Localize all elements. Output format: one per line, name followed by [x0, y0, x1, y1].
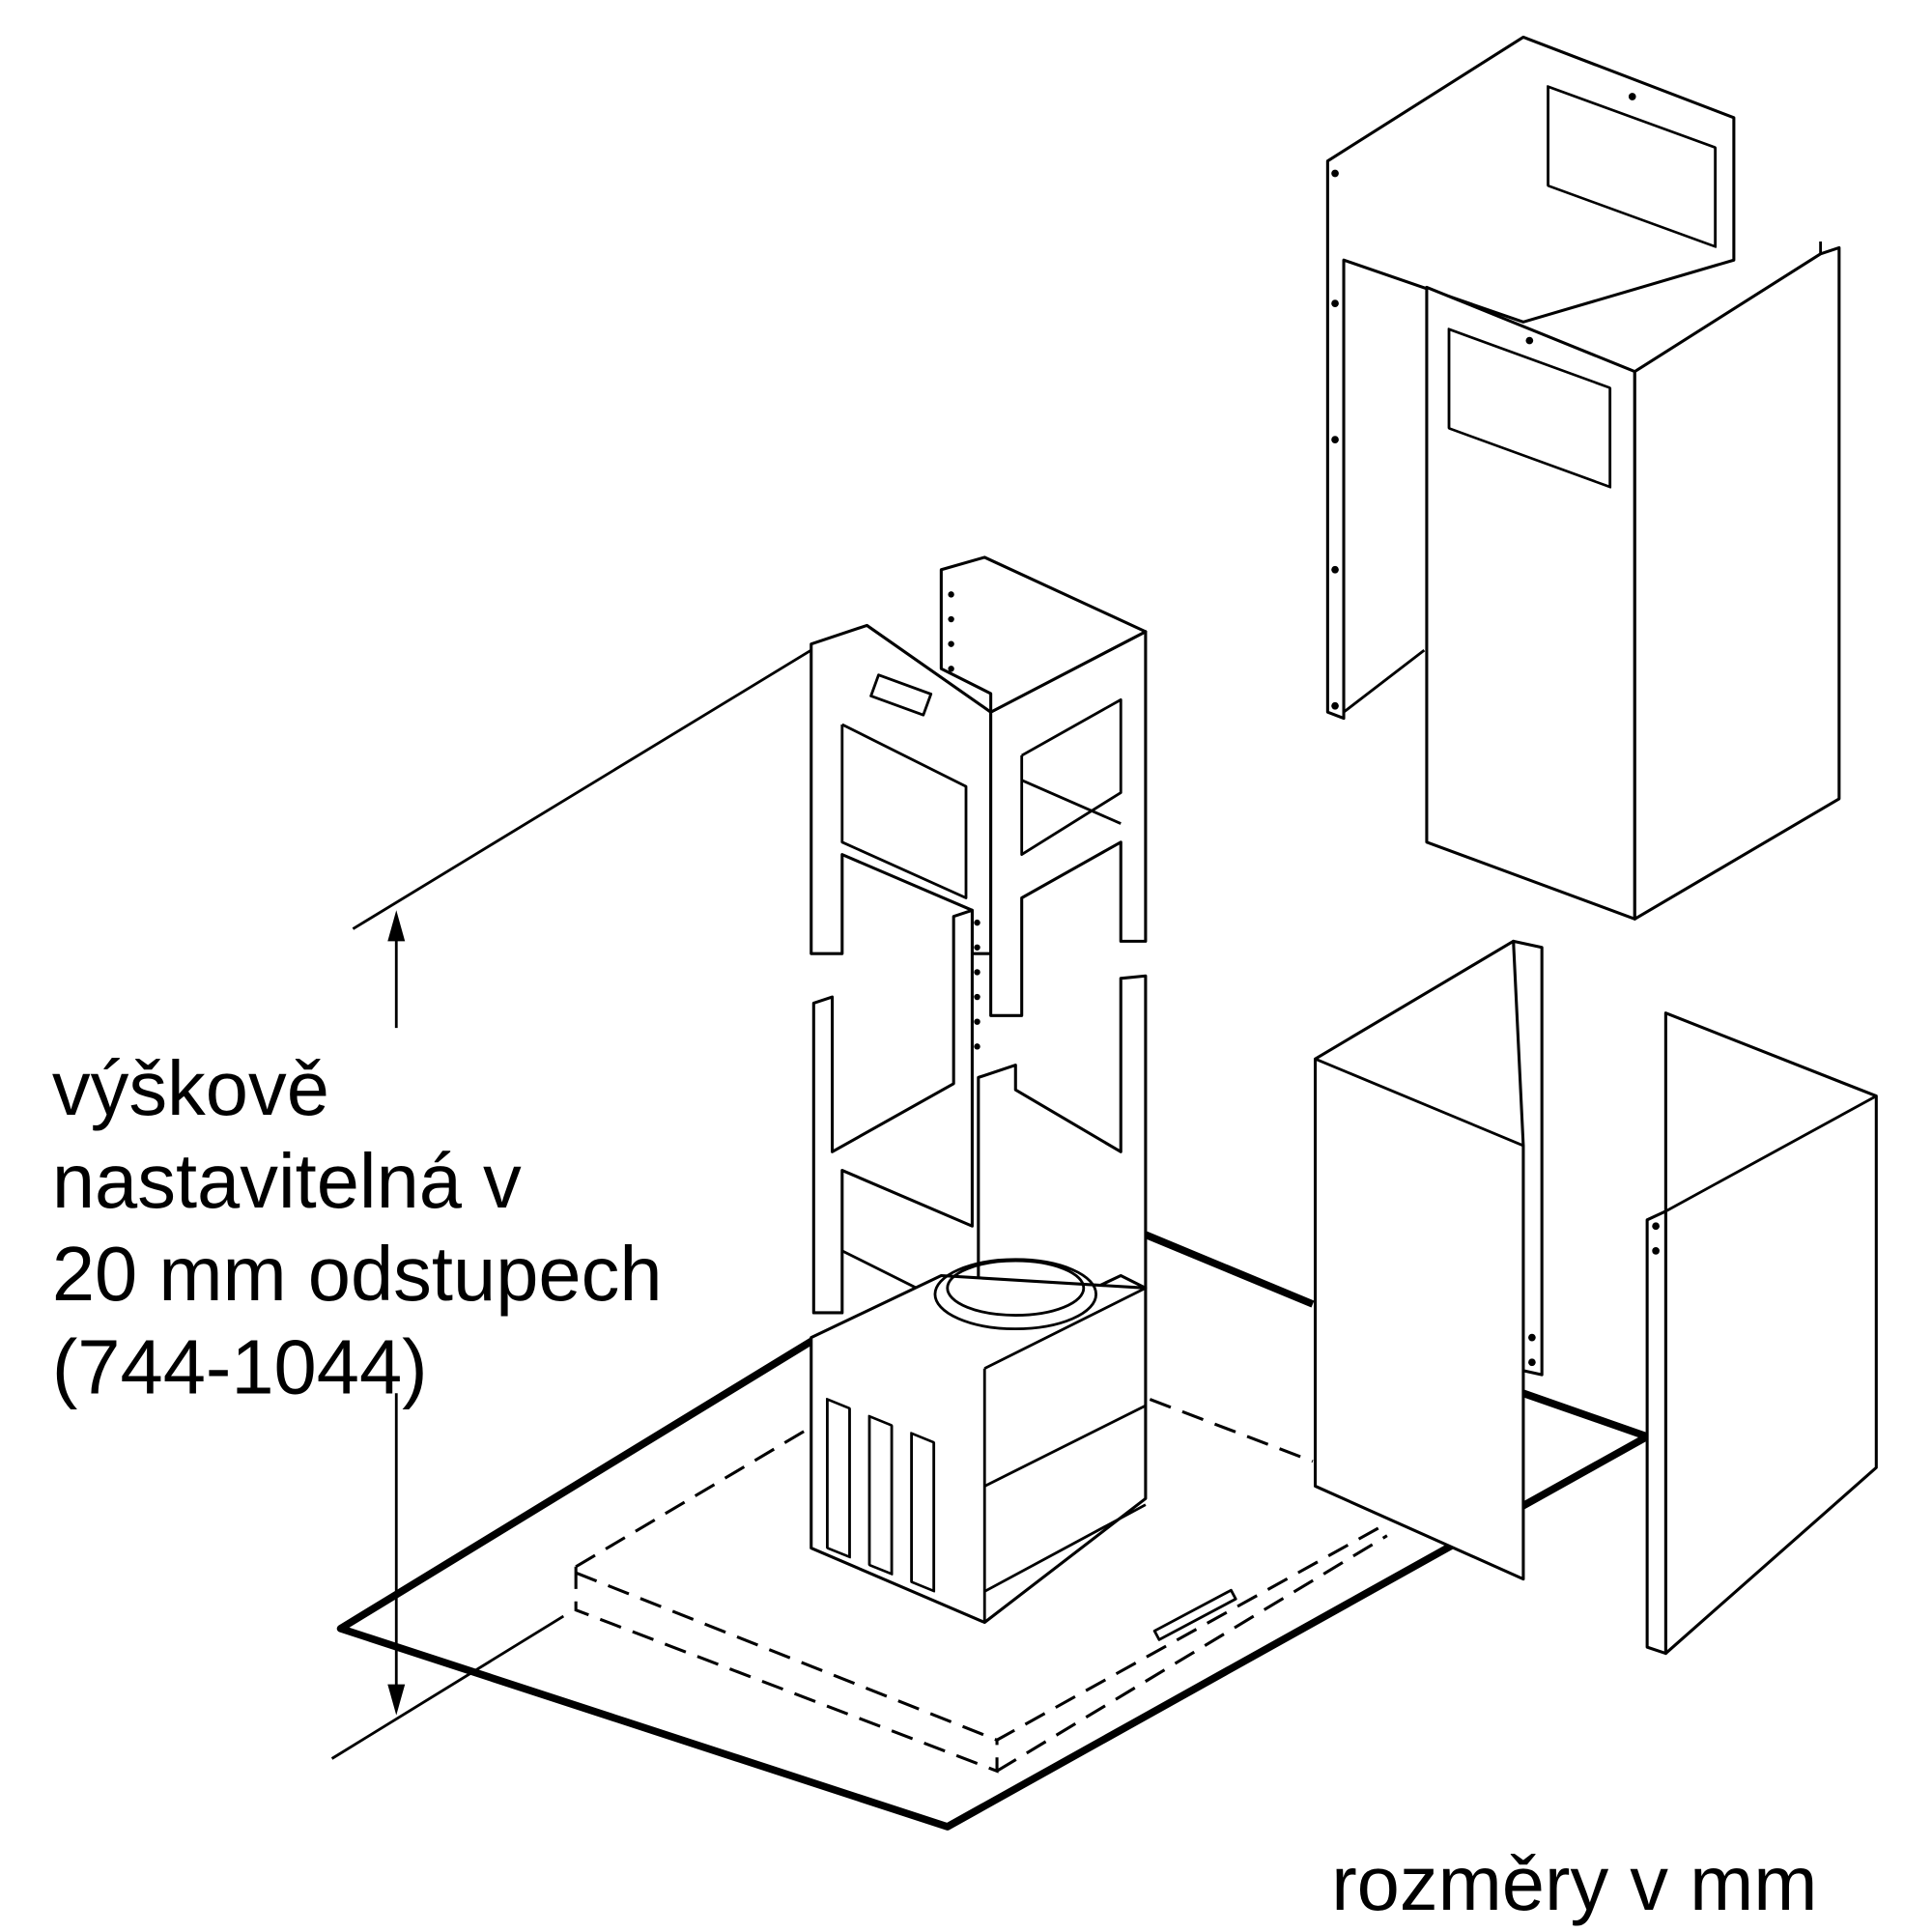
height-dimension: [330, 648, 812, 1760]
arrow-up-icon: [387, 910, 406, 942]
label-line-3: 20 mm odstupech: [52, 1231, 663, 1317]
mounting-plate: [336, 1231, 1650, 1831]
label-line-1: výškově: [52, 1045, 329, 1131]
label-line-2: nastavitelná v: [52, 1138, 522, 1224]
support-frame: [810, 555, 1148, 1625]
upper-chimney-cover: [1325, 35, 1841, 921]
units-note: rozměry v mm: [1331, 1840, 1817, 1926]
arrow-down-icon: [387, 1684, 406, 1716]
lower-chimney-cover: [1314, 939, 1878, 1656]
label-line-4: (744-1044): [52, 1323, 428, 1409]
